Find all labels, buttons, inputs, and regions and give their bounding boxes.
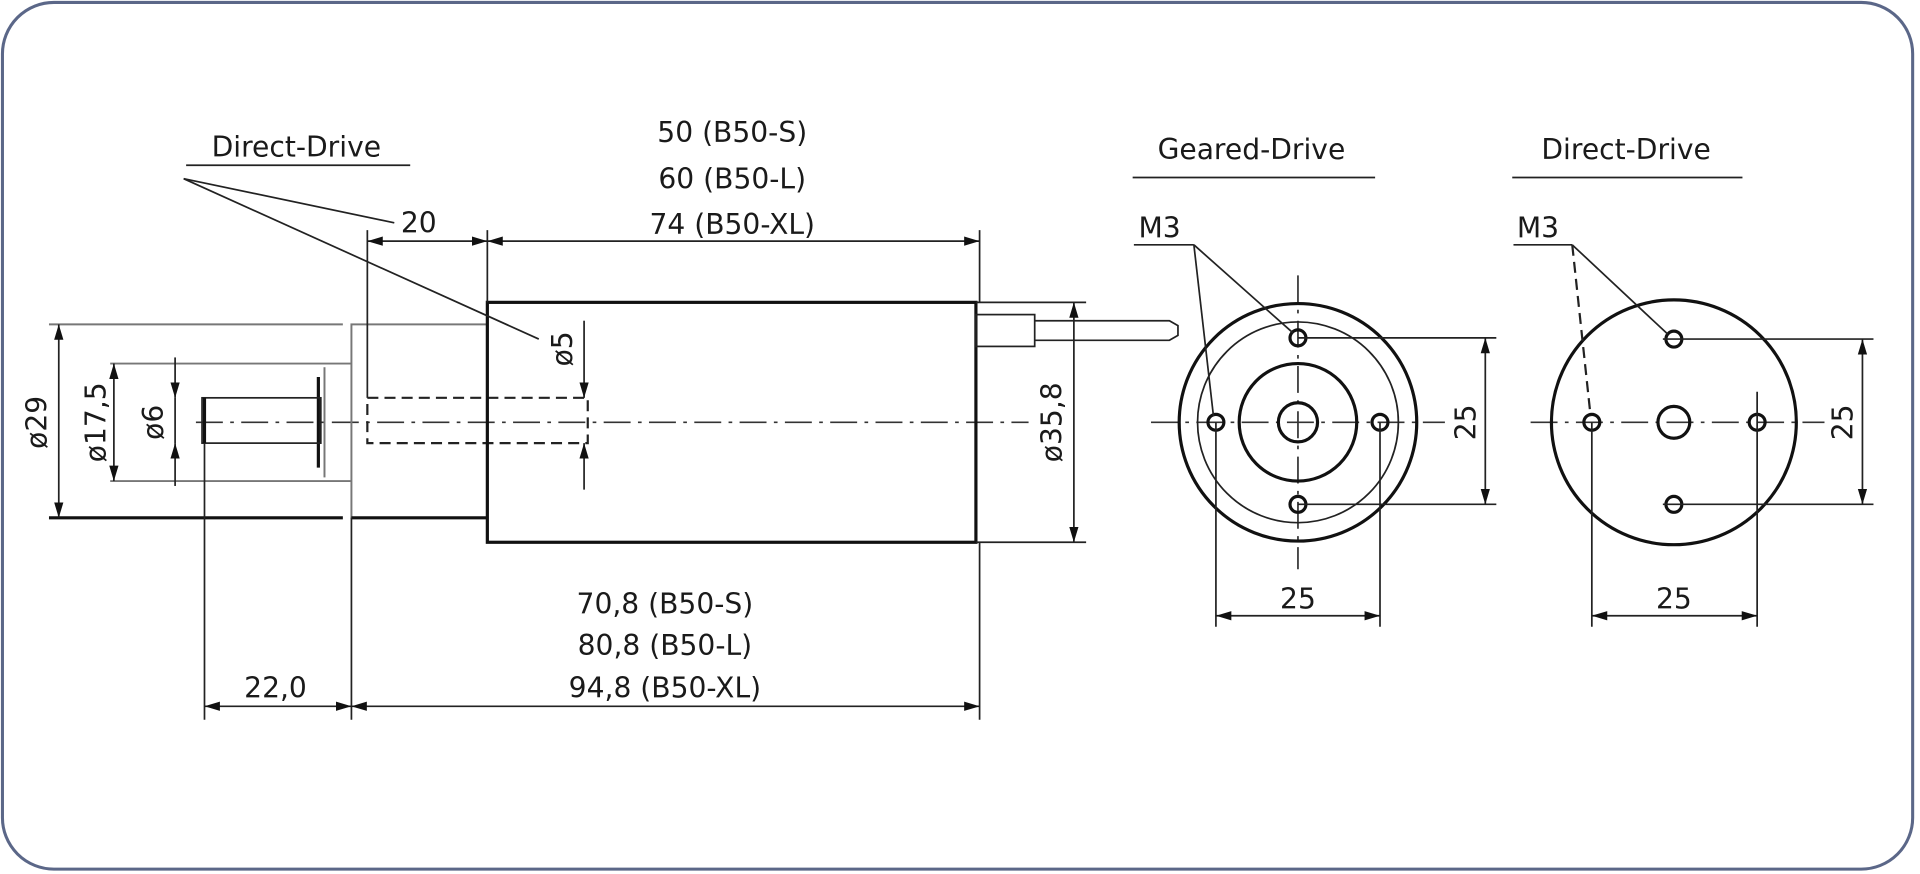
dim-22: 22,0 (244, 672, 307, 705)
length-bottom-l: 80,8 (B50-L) (578, 629, 753, 662)
shaft-hole (1656, 404, 1692, 440)
dia-6: ø6 (137, 405, 170, 440)
geared-drive-title: Geared-Drive (1158, 133, 1346, 166)
geared-thread-label: M3 (1138, 211, 1180, 244)
output-shaft (201, 396, 322, 444)
direct-thread-label: M3 (1517, 211, 1559, 244)
dia-29: ø29 (21, 396, 54, 449)
dia-5: ø5 (546, 331, 579, 366)
cable (1034, 319, 1179, 342)
length-top-l: 60 (B50-L) (658, 163, 806, 196)
length-bottom-xl: 94,8 (B50-XL) (569, 672, 761, 705)
side-view: Direct-Drive 20 50 (B50-S) 60 (B50-L) 74… (21, 116, 1179, 720)
direct-drive-view: Direct-Drive M3 25 25 (1512, 133, 1874, 627)
length-top-s: 50 (B50-S) (657, 116, 807, 149)
geared-dim-vertical: 25 (1450, 404, 1483, 440)
direct-drive-label: Direct-Drive (212, 131, 381, 164)
direct-dim-vertical: 25 (1827, 404, 1860, 440)
geared-drive-view: Geared-Drive M3 25 25 (1132, 133, 1497, 627)
length-bottom-s: 70,8 (B50-S) (577, 587, 754, 620)
gearbox-body (350, 323, 489, 519)
shaft-hole (1276, 401, 1320, 444)
direct-drive-bore (366, 396, 589, 445)
motor-cylinder (485, 300, 978, 544)
length-top-xl: 74 (B50-XL) (649, 208, 815, 241)
motor-face (1549, 298, 1798, 547)
dia-35-8: ø35,8 (1036, 382, 1069, 462)
dim-20: 20 (401, 207, 437, 240)
cable-gland (975, 313, 1036, 348)
dia-17-5: ø17,5 (79, 382, 112, 462)
direct-drive-title: Direct-Drive (1541, 133, 1710, 166)
flange-outer (1177, 301, 1419, 543)
direct-dim-horizontal: 25 (1656, 582, 1692, 615)
geared-dim-horizontal: 25 (1280, 582, 1316, 615)
